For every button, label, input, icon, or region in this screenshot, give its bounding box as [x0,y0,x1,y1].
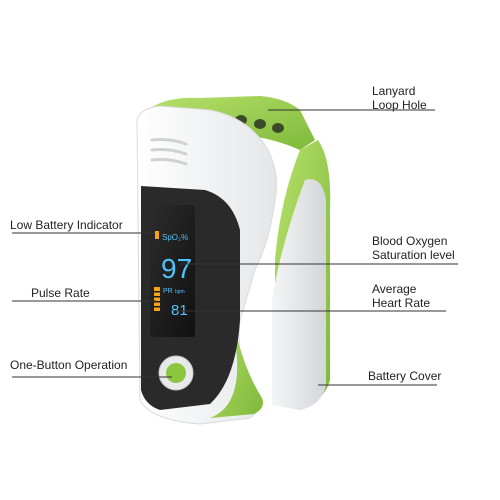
lanyard-hole [254,119,266,129]
battery-cover [272,179,326,410]
screen [150,205,195,337]
pr-unit: bpm [175,289,185,295]
front-lower-green [210,300,263,418]
pr-label: PR [163,288,173,295]
low-battery-indicator [155,231,159,239]
leader-lines [12,109,458,386]
lanyard-hole [272,123,284,133]
pulse-bar [154,287,160,311]
label-blood-oxygen: Blood Oxygen Saturation level [372,234,455,262]
label-pulse-rate: Pulse Rate [31,286,90,300]
vent-grille [150,138,188,166]
label-battery-cover: Battery Cover [368,369,442,383]
spo2-value: 97 [161,253,192,284]
label-low-battery-indicator: Low Battery Indicator [10,218,123,232]
label-average-heart-rate: Average Heart Rate [372,282,431,310]
power-button [166,363,186,383]
label-one-button-operation: One-Button Operation [10,358,128,372]
label-lanyard-loop-hole: Lanyard Loop Hole [372,84,427,112]
spo2-label: SpO₂% [162,233,188,242]
